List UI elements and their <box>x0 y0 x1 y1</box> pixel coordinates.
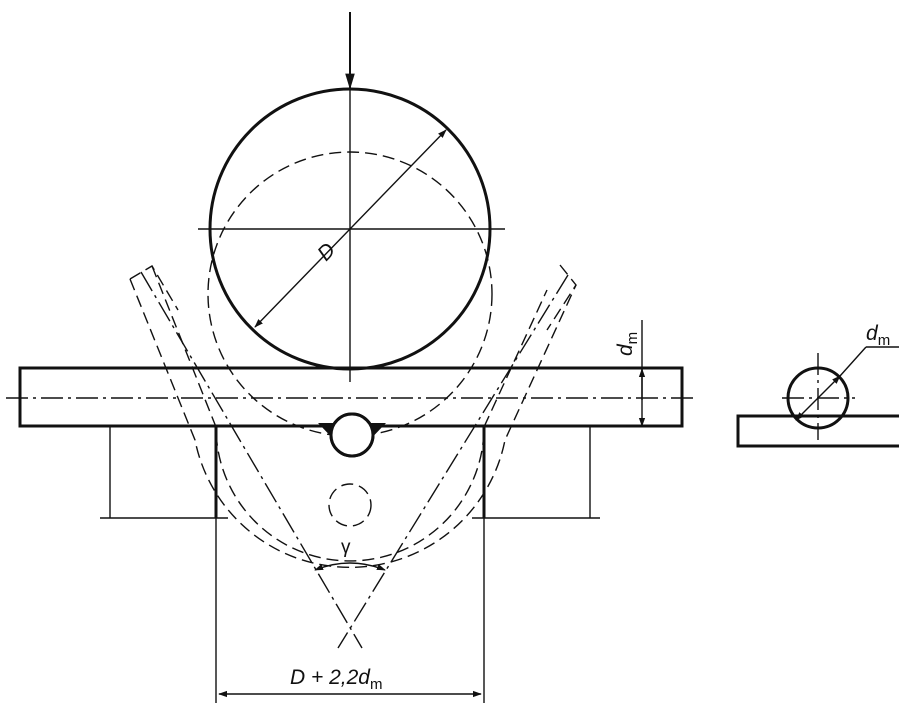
gap-label: D + 2,2dm <box>290 666 382 693</box>
gap-label-sub: m <box>370 676 383 693</box>
right-support <box>472 427 600 519</box>
angle-label: γ <box>341 537 351 558</box>
detail-view <box>736 346 899 448</box>
gap-label-main: D + 2,2 <box>290 666 359 689</box>
thickness-label-d: d <box>614 343 637 356</box>
bend-angle-lines <box>140 271 569 649</box>
thickness-label: dm <box>614 332 641 356</box>
specimen-section-dashed <box>328 483 372 527</box>
diameter-dimension-line <box>254 129 447 328</box>
specimen-section <box>329 412 375 458</box>
detail-label-d: d <box>866 322 879 345</box>
left-support <box>100 427 228 519</box>
thickness-label-sub: m <box>624 332 641 345</box>
detail-label-sub: m <box>878 332 891 349</box>
angle-arc <box>314 562 386 571</box>
gap-label-d: d <box>358 666 371 689</box>
detail-label: dm <box>866 322 890 349</box>
